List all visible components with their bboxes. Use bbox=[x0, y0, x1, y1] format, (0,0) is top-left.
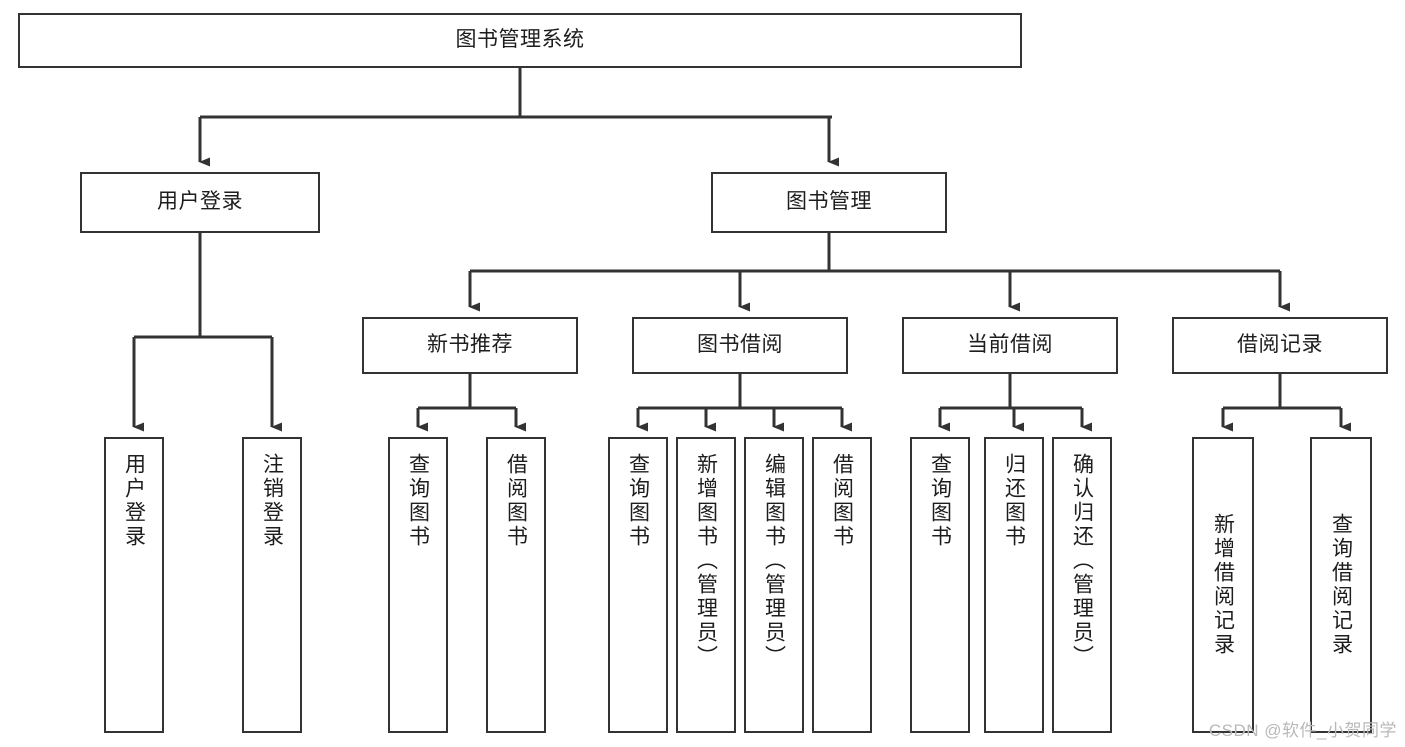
node-label: 当前借阅 bbox=[967, 333, 1053, 357]
node-leaf-user-login[interactable]: 用户登录 bbox=[104, 437, 164, 733]
node-label: 查询图书 bbox=[626, 453, 650, 549]
csdn-watermark: CSDN @软件_小贺同学 bbox=[1208, 721, 1397, 740]
node-label: 新增图书（管理员） bbox=[694, 453, 718, 669]
node-label: 用户登录 bbox=[157, 190, 243, 214]
node-new-book-recommend[interactable]: 新书推荐 bbox=[362, 317, 578, 374]
node-label: 归还图书 bbox=[1002, 453, 1026, 549]
node-label: 新增借阅记录 bbox=[1211, 513, 1235, 657]
node-leaf-query-book-recommend[interactable]: 查询图书 bbox=[388, 437, 448, 733]
node-book-management[interactable]: 图书管理 bbox=[711, 172, 947, 233]
node-label: 图书借阅 bbox=[697, 333, 783, 357]
node-label: 编辑图书（管理员） bbox=[762, 453, 786, 669]
node-leaf-borrow-book-borrow[interactable]: 借阅图书 bbox=[812, 437, 872, 733]
node-label: 查询图书 bbox=[928, 453, 952, 549]
node-leaf-add-book-admin[interactable]: 新增图书（管理员） bbox=[676, 437, 736, 733]
node-label: 图书管理 bbox=[786, 190, 872, 214]
node-label: 确认归还（管理员） bbox=[1070, 453, 1094, 669]
node-label: 借阅图书 bbox=[830, 453, 854, 549]
node-label: 借阅记录 bbox=[1237, 333, 1323, 357]
node-leaf-query-book-borrow[interactable]: 查询图书 bbox=[608, 437, 668, 733]
node-label: 借阅图书 bbox=[504, 453, 528, 549]
node-leaf-return-book[interactable]: 归还图书 bbox=[984, 437, 1044, 733]
node-label: 用户登录 bbox=[122, 453, 146, 549]
node-label: 图书管理系统 bbox=[455, 28, 585, 52]
node-leaf-query-book-current[interactable]: 查询图书 bbox=[910, 437, 970, 733]
node-label: 新书推荐 bbox=[427, 333, 513, 357]
node-borrow-record[interactable]: 借阅记录 bbox=[1172, 317, 1388, 374]
node-label: 注销登录 bbox=[260, 453, 284, 549]
node-leaf-borrow-book-recommend[interactable]: 借阅图书 bbox=[486, 437, 546, 733]
node-leaf-logout-login[interactable]: 注销登录 bbox=[242, 437, 302, 733]
node-leaf-add-borrow-record[interactable]: 新增借阅记录 bbox=[1192, 437, 1254, 733]
node-leaf-edit-book-admin[interactable]: 编辑图书（管理员） bbox=[744, 437, 804, 733]
node-label: 查询图书 bbox=[406, 453, 430, 549]
node-book-borrow[interactable]: 图书借阅 bbox=[632, 317, 848, 374]
node-leaf-confirm-return-admin[interactable]: 确认归还（管理员） bbox=[1052, 437, 1112, 733]
node-leaf-query-borrow-record[interactable]: 查询借阅记录 bbox=[1310, 437, 1372, 733]
node-root-book-management-system[interactable]: 图书管理系统 bbox=[18, 13, 1022, 68]
node-current-borrow[interactable]: 当前借阅 bbox=[902, 317, 1118, 374]
node-user-login[interactable]: 用户登录 bbox=[80, 172, 320, 233]
node-label: 查询借阅记录 bbox=[1329, 513, 1353, 657]
